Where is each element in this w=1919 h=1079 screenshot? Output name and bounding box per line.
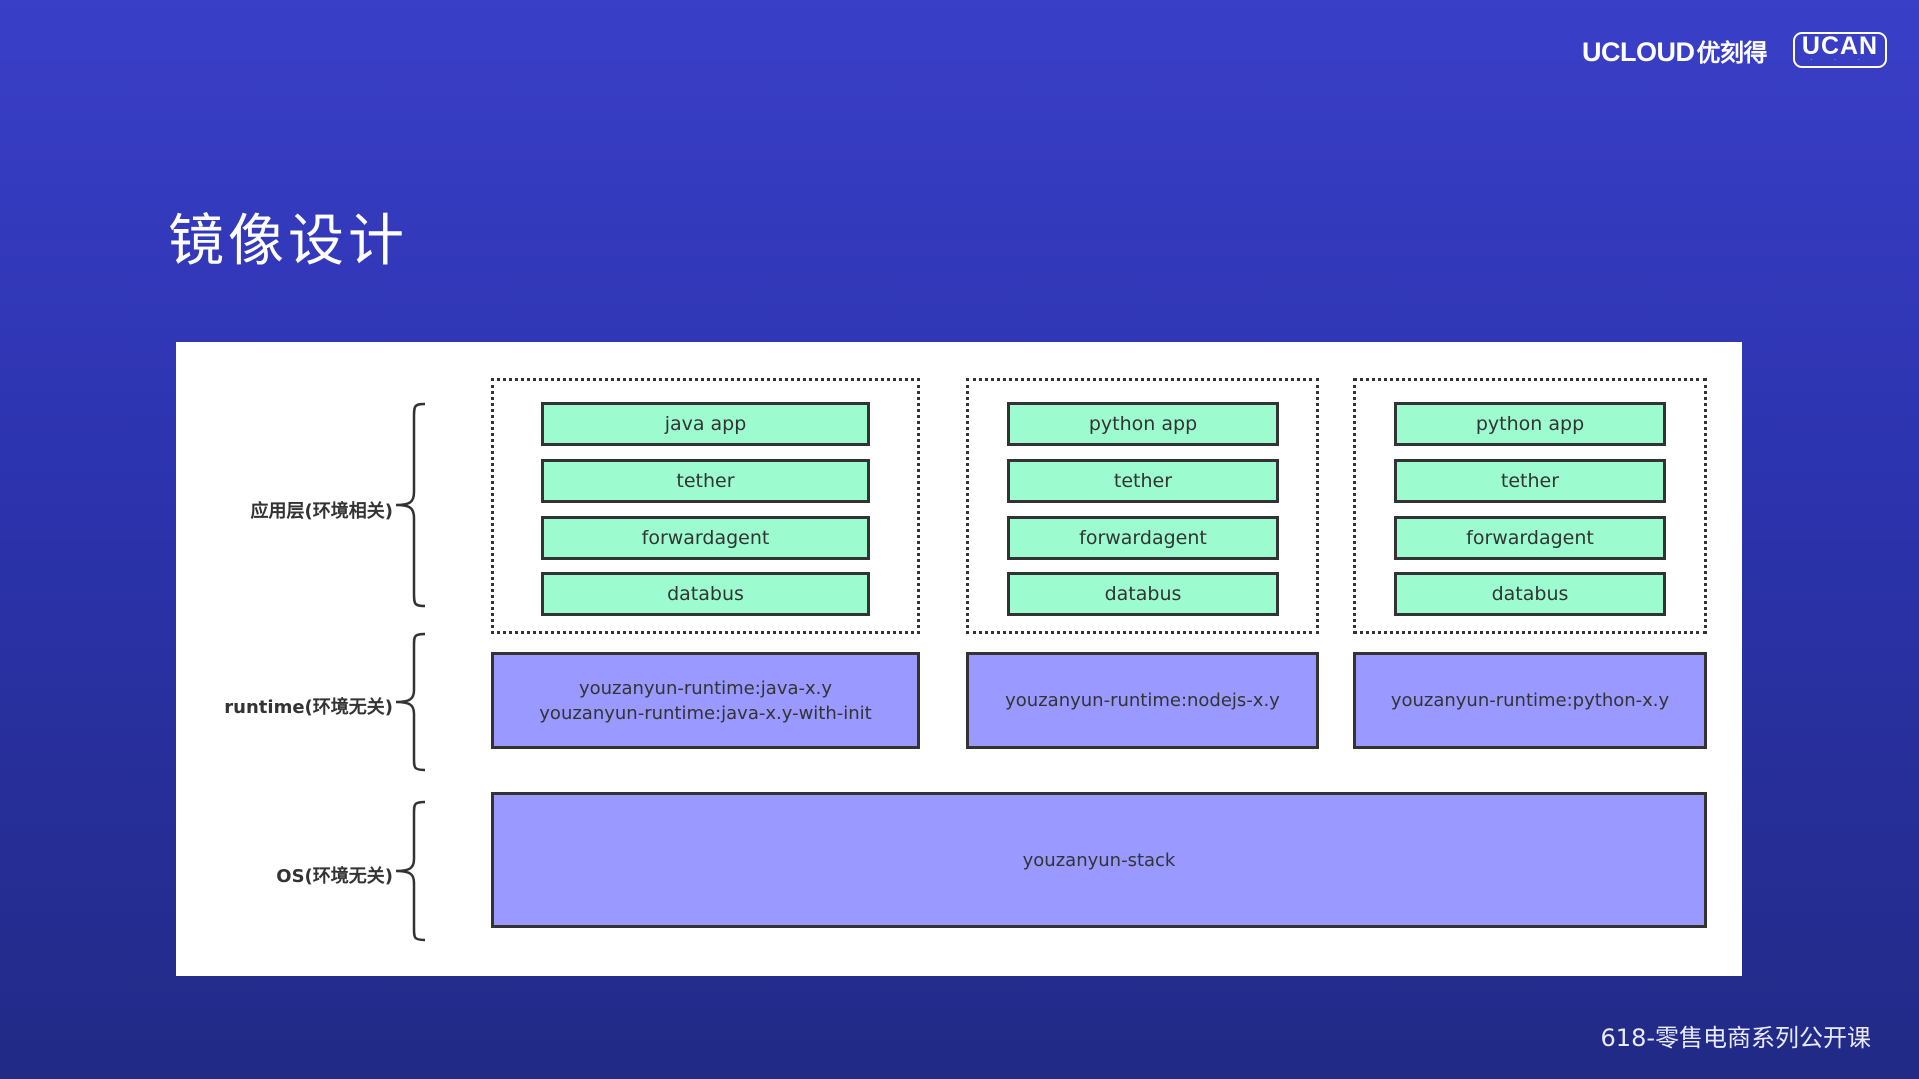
os-stack-box: youzanyun-stack: [491, 792, 1707, 928]
databus-box: databus: [1007, 572, 1279, 616]
ucloud-logo-text: UCLOUD: [1582, 36, 1695, 67]
runtime-box-nodejs: youzanyun-runtime:nodejs-x.y: [966, 652, 1319, 749]
ucan-logo-text: UCAN: [1801, 32, 1879, 60]
layer-label-app: 应用层(环境相关): [250, 501, 393, 522]
ucloud-logo-cn-text: 优刻得: [1696, 38, 1768, 67]
app-group-3: [1353, 378, 1707, 634]
forwardagent-box: forwardagent: [1007, 516, 1279, 560]
tether-box: tether: [1394, 459, 1666, 503]
app-box: python app: [1007, 402, 1279, 446]
runtime-box-java: youzanyun-runtime:java-x.y youzanyun-run…: [491, 652, 920, 749]
app-box: python app: [1394, 402, 1666, 446]
brace-os: [395, 800, 426, 942]
app-box: java app: [541, 402, 870, 446]
os-stack-label: youzanyun-stack: [1022, 849, 1176, 871]
layer-label-runtime: runtime(环境无关): [224, 697, 393, 718]
forwardagent-box: forwardagent: [1394, 516, 1666, 560]
ucan-logo: UCAN · · ·: [1793, 32, 1887, 68]
tether-box: tether: [541, 459, 870, 503]
runtime-line: youzanyun-runtime:java-x.y-with-init: [539, 702, 872, 724]
brace-runtime: [395, 632, 426, 772]
footer-course-label: 618-零售电商系列公开课: [1600, 1024, 1871, 1052]
app-group-2: [966, 378, 1319, 634]
runtime-line: youzanyun-runtime:nodejs-x.y: [1005, 690, 1280, 711]
slide-title: 镜像设计: [168, 209, 408, 274]
layer-label-os: OS(环境无关): [276, 866, 393, 887]
runtime-box-python: youzanyun-runtime:python-x.y: [1353, 652, 1707, 749]
ucloud-logo: UCLOUD优刻得: [1582, 33, 1767, 68]
forwardagent-box: forwardagent: [541, 516, 870, 560]
brand-area: UCLOUD优刻得 UCAN · · ·: [1582, 32, 1887, 68]
brace-app: [395, 402, 426, 608]
app-group-1: [491, 378, 920, 634]
databus-box: databus: [1394, 572, 1666, 616]
runtime-line: youzanyun-runtime:java-x.y: [578, 677, 833, 699]
databus-box: databus: [541, 572, 870, 616]
runtime-line: youzanyun-runtime:python-x.y: [1390, 690, 1670, 711]
tether-box: tether: [1007, 459, 1279, 503]
ucan-logo-subtext: · · ·: [1810, 57, 1870, 64]
